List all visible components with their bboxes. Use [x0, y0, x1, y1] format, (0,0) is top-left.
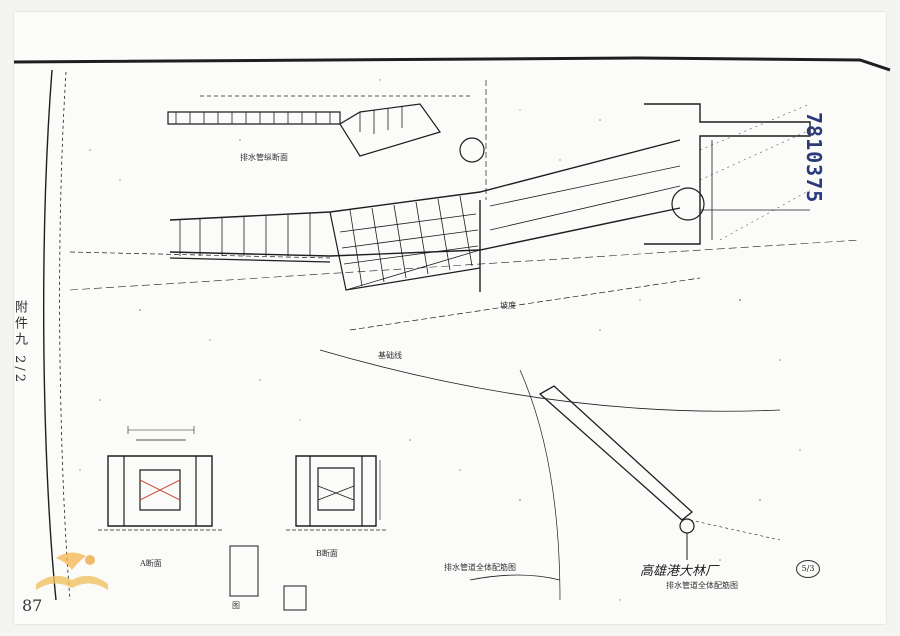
- label-arch-note: 排水管道全体配筋图: [444, 563, 516, 572]
- label-profile: 基础线: [378, 351, 402, 360]
- left-border-curve: [42, 69, 57, 601]
- cross-section-a: [98, 426, 224, 531]
- label-slope: 坡度: [500, 301, 516, 310]
- scan-noise: [79, 79, 801, 601]
- archive-number: 7810375: [802, 112, 826, 204]
- library-logo-icon: [36, 552, 108, 590]
- label-section-b: B断面: [316, 549, 338, 558]
- arc-and-strut: [319, 349, 781, 601]
- label-section-a: A断面: [140, 559, 162, 568]
- stamp-mark: [229, 545, 259, 597]
- title-block-main: 高雄港大林厂: [640, 564, 719, 579]
- drawing-sheet: [14, 12, 886, 624]
- right-structure: [644, 103, 811, 245]
- sheet-number-badge: 5/3: [796, 560, 820, 578]
- top-drain-section: [167, 80, 487, 200]
- attachment-note: 附件九 2/2: [12, 300, 27, 386]
- title-block-sub: 排水管道全体配筋图: [666, 581, 738, 590]
- main-drain-profile: [69, 139, 861, 331]
- cross-section-b: [286, 455, 388, 531]
- top-border-line: [13, 56, 891, 72]
- page-number: 87: [22, 596, 43, 615]
- label-stamp: 图: [232, 601, 240, 610]
- label-top-section: 排水管纵断面: [240, 153, 288, 162]
